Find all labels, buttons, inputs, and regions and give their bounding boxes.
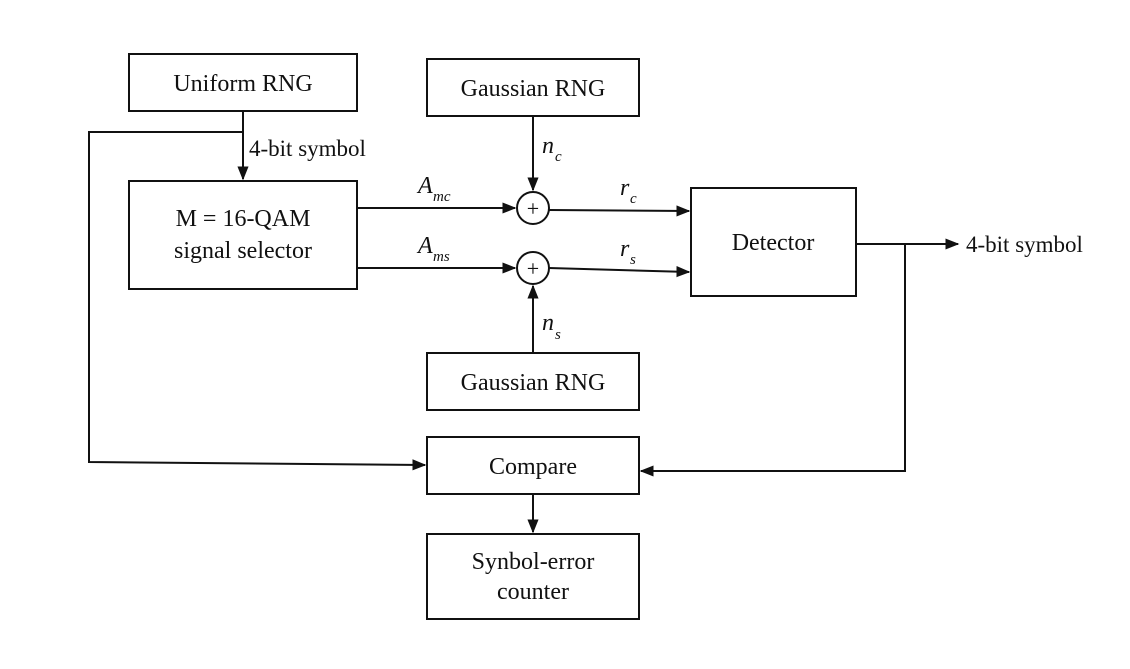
selector-line1: M = 16-QAM xyxy=(176,206,311,232)
rc-label: r c xyxy=(620,175,637,207)
svg-text:mc: mc xyxy=(433,189,451,205)
detector-block: Detector xyxy=(690,187,857,297)
svg-text:n: n xyxy=(542,310,554,336)
rs-label: r s xyxy=(620,236,636,268)
adder-lower-symbol: + xyxy=(527,256,539,281)
detector-to-compare-path xyxy=(639,244,906,477)
gaussian-rng-top-label: Gaussian RNG xyxy=(461,76,606,102)
ams-label: A ms xyxy=(416,233,450,265)
svg-text:n: n xyxy=(542,133,554,159)
svg-text:s: s xyxy=(630,252,636,268)
uniform-rng-block: Uniform RNG xyxy=(128,53,358,112)
symbol-input-label: 4-bit symbol xyxy=(249,136,366,161)
svg-text:c: c xyxy=(555,149,562,165)
compare-block: Compare xyxy=(426,436,640,495)
uniform-to-compare-path xyxy=(88,131,427,471)
gaussian-rng-top-block: Gaussian RNG xyxy=(426,58,640,117)
ns-label: n s xyxy=(542,310,561,343)
uniform-rng-label: Uniform RNG xyxy=(173,71,312,97)
detector-label: Detector xyxy=(732,230,815,256)
symbol-error-counter-block: Synbol-error counter xyxy=(426,533,640,620)
symbol-output-label: 4-bit symbol xyxy=(966,232,1083,257)
qam-signal-selector-block: M = 16-QAM signal selector xyxy=(128,180,358,290)
counter-line2: counter xyxy=(497,579,569,605)
compare-label: Compare xyxy=(489,454,577,480)
selector-line2: signal selector xyxy=(174,238,312,264)
svg-text:ms: ms xyxy=(433,249,450,265)
adder-upper: + xyxy=(516,191,550,225)
adder-upper-symbol: + xyxy=(527,196,539,221)
svg-text:A: A xyxy=(416,233,433,259)
svg-text:r: r xyxy=(620,236,630,262)
rc-arrow xyxy=(548,205,691,217)
svg-text:A: A xyxy=(416,173,433,199)
nc-label: n c xyxy=(542,133,562,165)
rs-arrow xyxy=(548,266,691,278)
gaussian-rng-bottom-label: Gaussian RNG xyxy=(461,370,606,396)
svg-text:s: s xyxy=(555,327,561,343)
adder-lower: + xyxy=(516,251,550,285)
counter-line1: Synbol-error xyxy=(472,549,595,575)
svg-text:r: r xyxy=(620,175,630,201)
gaussian-rng-bottom-block: Gaussian RNG xyxy=(426,352,640,411)
svg-text:c: c xyxy=(630,191,637,207)
amc-label: A mc xyxy=(416,173,451,205)
